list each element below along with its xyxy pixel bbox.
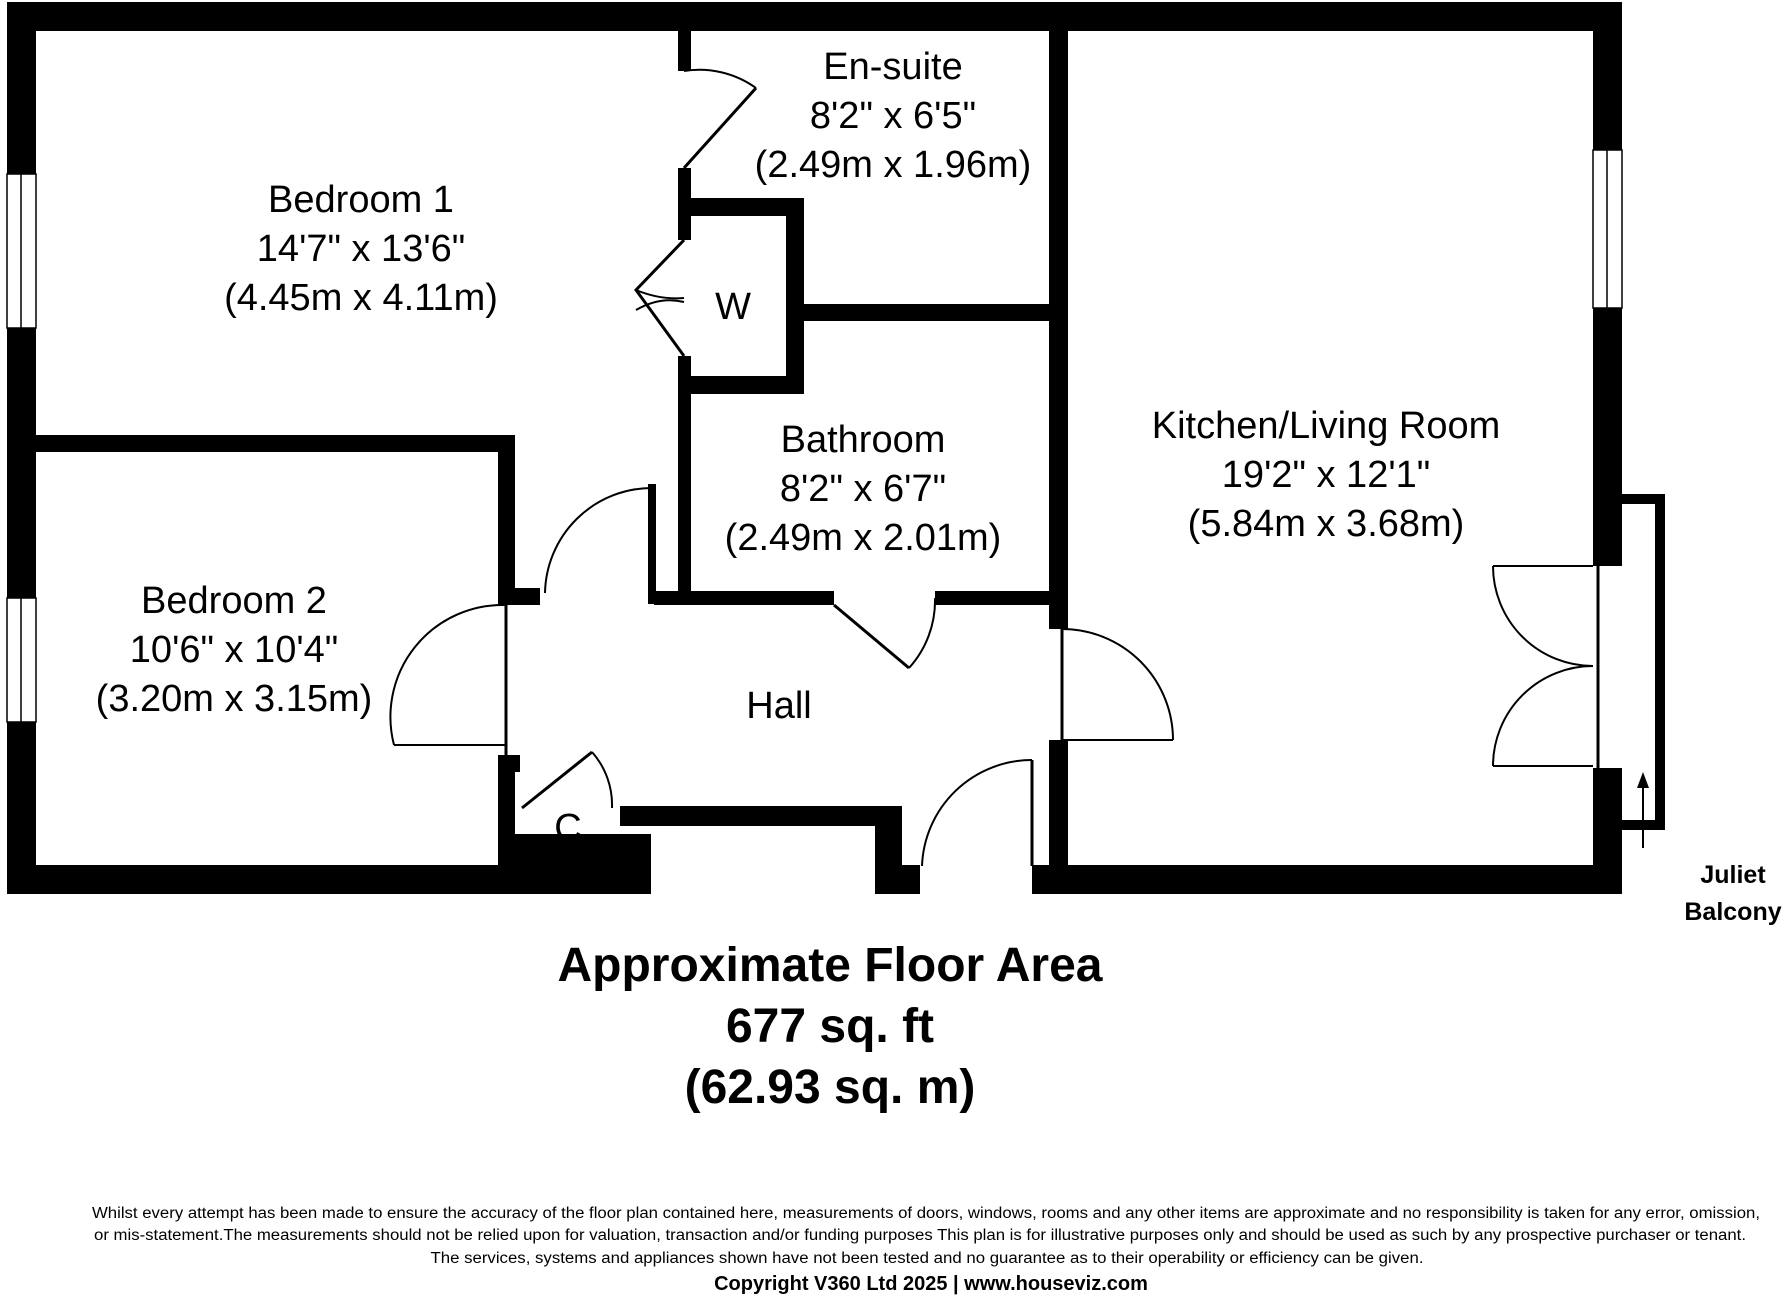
ensuite-imperial: 8'2" x 6'5": [810, 95, 976, 137]
door-bedroom1: [544, 487, 654, 594]
area-imperial: 677 sq. ft: [726, 1000, 934, 1053]
area-title: Approximate Floor Area: [558, 939, 1103, 992]
ensuite-metric: (2.49m x 1.96m): [755, 144, 1032, 186]
hall-name: Hall: [746, 685, 811, 727]
wardrobe-label: W: [715, 286, 751, 328]
ensuite-name: En-suite: [823, 46, 962, 88]
outer-wall-bottom-3: [1032, 865, 1622, 894]
wall-bathroom-bottom-2: [935, 591, 1058, 605]
wall-bathroom-bottom-1: [654, 591, 834, 605]
door-entrance: [921, 759, 1034, 867]
wall-kitchen-left-upper: [1049, 31, 1068, 629]
area-metric: (62.93 sq. m): [685, 1061, 976, 1114]
outer-wall-left-2: [7, 328, 36, 598]
wall-bed2-corner: [498, 755, 520, 772]
wall-wardrobe-left-bottom: [678, 356, 691, 394]
door-cupboard: [521, 750, 614, 810]
wall-kitchen-left-lower: [1049, 740, 1068, 870]
door-balcony: [1492, 565, 1600, 768]
copyright: Copyright V360 Ltd 2025 | www.houseviz.c…: [714, 1273, 1148, 1295]
balcony-label-line2: Balcony: [1684, 898, 1781, 926]
kitchen-metric: (5.84m x 3.68m): [1188, 503, 1465, 545]
outer-wall-right-2: [1593, 308, 1622, 566]
wall-ensuite-bathroom: [804, 304, 1058, 321]
wall-wardrobe-bottom: [678, 376, 804, 394]
inner-wall-cupboard-base: [505, 834, 651, 874]
bedroom2-name: Bedroom 2: [141, 580, 327, 622]
wall-wardrobe-left-top: [678, 198, 691, 240]
door-ensuite: [682, 68, 758, 170]
bathroom-name: Bathroom: [781, 419, 946, 461]
bedroom1-imperial: 14'7" x 13'6": [257, 228, 465, 270]
room-labels: Bedroom 1 14'7" x 13'6" (4.45m x 4.11m) …: [96, 46, 1782, 926]
balcony-frame-right: [1655, 494, 1665, 830]
disclaimer-line1: Whilst every attempt has been made to en…: [92, 1205, 1760, 1222]
outer-wall-top: [7, 2, 1622, 31]
area-summary: Approximate Floor Area 677 sq. ft (62.93…: [558, 939, 1103, 1114]
inner-wall-cupboard-top: [620, 806, 902, 826]
wall-bed1-bed2: [36, 435, 514, 452]
door-bedroom2: [389, 603, 508, 755]
kitchen-name: Kitchen/Living Room: [1152, 405, 1501, 447]
balcony-frame-top: [1622, 494, 1665, 504]
bedroom1-metric: (4.45m x 4.11m): [224, 277, 498, 319]
bedroom2-metric: (3.20m x 3.15m): [96, 678, 373, 720]
cupboard-label: C: [554, 807, 581, 849]
inner-wall-entry-left: [875, 806, 902, 876]
bathroom-metric: (2.49m x 2.01m): [725, 517, 1002, 559]
wall-bed2-right-lower: [498, 755, 515, 870]
walls: [7, 2, 1665, 894]
door-wardrobe: [634, 238, 686, 357]
disclaimer: Whilst every attempt has been made to en…: [92, 1205, 1760, 1295]
outer-wall-right-1: [1593, 2, 1622, 150]
kitchen-imperial: 19'2" x 12'1": [1222, 454, 1430, 496]
door-bathroom: [833, 597, 937, 670]
window-kitchen: [1592, 149, 1623, 309]
disclaimer-line3: The services, systems and appliances sho…: [431, 1250, 1424, 1267]
wall-bathroom-left: [678, 394, 691, 604]
wall-ensuite-left-top: [678, 31, 691, 71]
door-kitchen: [1060, 628, 1174, 741]
balcony-arrow-icon: [1637, 772, 1649, 848]
bedroom2-imperial: 10'6" x 10'4": [130, 629, 338, 671]
bathroom-imperial: 8'2" x 6'7": [780, 468, 946, 510]
window-bedroom1: [6, 173, 37, 329]
bedroom1-name: Bedroom 1: [268, 179, 454, 221]
wall-wardrobe-right: [786, 198, 804, 394]
wall-wardrobe-top: [678, 198, 804, 216]
disclaimer-line2: or mis-statement.The measurements should…: [94, 1227, 1746, 1244]
wall-ensuite-left-mid: [678, 168, 691, 206]
wall-bed2-stub: [498, 588, 540, 605]
wall-bed2-right-upper: [498, 435, 515, 605]
outer-wall-left-1: [7, 2, 36, 174]
windows: [6, 149, 1623, 723]
doors: [389, 68, 1649, 867]
balcony-label-line1: Juliet: [1700, 861, 1766, 889]
window-bedroom2: [6, 597, 37, 723]
